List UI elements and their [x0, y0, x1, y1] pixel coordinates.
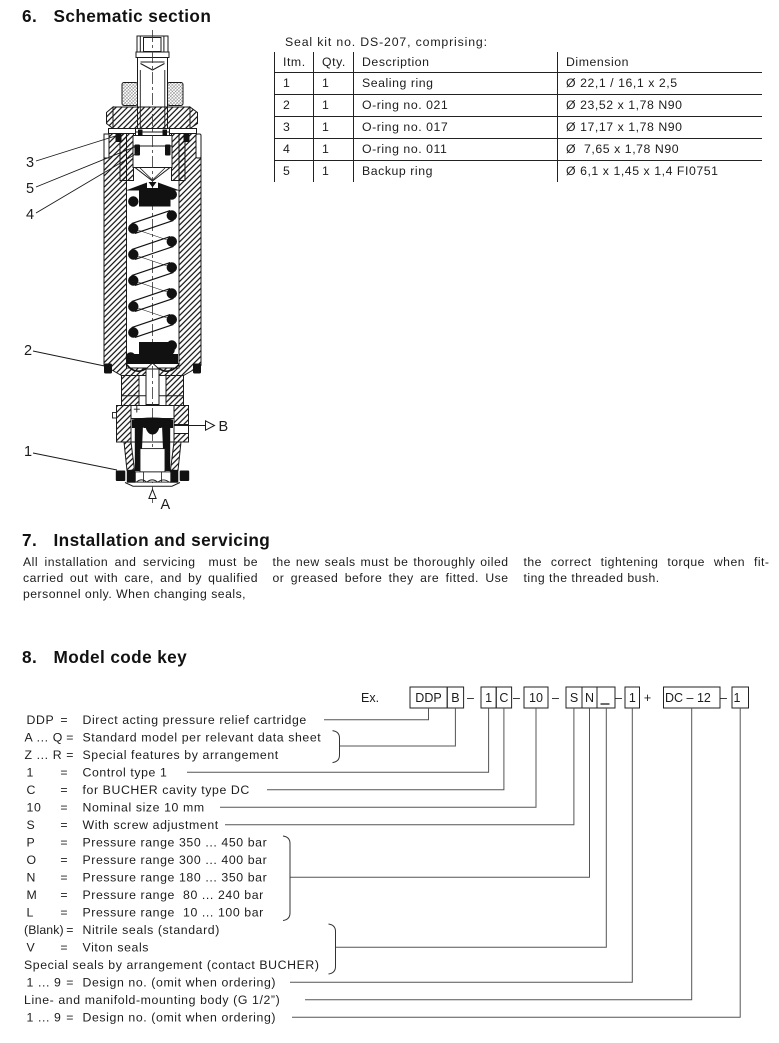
svg-text:=: = [60, 941, 68, 955]
svg-text:Design no. (omit when ordering: Design no. (omit when ordering) [83, 976, 277, 990]
svg-text:=: = [60, 801, 68, 815]
svg-text:M: M [27, 888, 38, 902]
svg-text:Special seals by arrangement (: Special seals by arrangement (contact BU… [24, 958, 320, 972]
svg-text:=: = [60, 766, 68, 780]
svg-text:1 ... 9: 1 ... 9 [27, 976, 62, 990]
svg-text:Control type 1: Control type 1 [83, 766, 168, 780]
svg-text:=: = [60, 713, 68, 727]
svg-text:DDP: DDP [27, 713, 55, 727]
svg-text:2: 2 [24, 343, 32, 359]
svg-text:3: 3 [26, 155, 34, 171]
svg-text:Ex.: Ex. [361, 691, 379, 705]
svg-text:–: – [467, 691, 474, 705]
svg-text:5: 5 [26, 181, 34, 197]
svg-text:10: 10 [27, 801, 42, 815]
svg-text:=: = [60, 836, 68, 850]
svg-text:Pressure range 350 ... 450 bar: Pressure range 350 ... 450 bar [83, 836, 268, 850]
svg-text:Z ... R: Z ... R [25, 748, 63, 762]
svg-text:for BUCHER cavity type DC: for BUCHER cavity type DC [83, 783, 250, 797]
svg-text:–: – [513, 691, 520, 705]
svg-text:N: N [585, 691, 594, 705]
svg-text:=: = [60, 818, 68, 832]
svg-text:Pressure range 300 ... 400 bar: Pressure range 300 ... 400 bar [83, 853, 268, 867]
svg-text:A: A [161, 497, 171, 513]
svg-text:DC – 12: DC – 12 [665, 691, 711, 705]
svg-text:1: 1 [27, 766, 34, 780]
svg-text:=: = [66, 748, 74, 762]
svg-text:=: = [66, 1011, 74, 1025]
svg-text:1: 1 [485, 691, 492, 705]
svg-text:+: + [644, 691, 651, 705]
svg-text:1 ... 9: 1 ... 9 [27, 1011, 62, 1025]
svg-text:(Blank): (Blank) [24, 923, 64, 937]
svg-text:=: = [60, 871, 68, 885]
svg-text:Standard model per relevant da: Standard model per relevant data sheet [83, 731, 322, 745]
svg-text:=: = [60, 888, 68, 902]
svg-text:–: – [552, 691, 559, 705]
svg-text:=: = [66, 923, 74, 937]
svg-text:10: 10 [529, 691, 543, 705]
svg-text:1: 1 [734, 691, 741, 705]
svg-text:V: V [27, 941, 36, 955]
svg-text:4: 4 [26, 207, 34, 223]
svg-text:O: O [27, 853, 37, 867]
svg-text:Viton seals: Viton seals [83, 941, 150, 955]
svg-text:=: = [60, 783, 68, 797]
svg-text:1: 1 [629, 691, 636, 705]
svg-text:N: N [27, 871, 36, 885]
svg-text:–: – [720, 691, 727, 705]
svg-text:P: P [27, 836, 36, 850]
svg-text:Pressure range 180 ... 350 bar: Pressure range 180 ... 350 bar [83, 871, 268, 885]
svg-text:C: C [499, 691, 508, 705]
svg-text:S: S [27, 818, 36, 832]
svg-text:=: = [66, 976, 74, 990]
svg-text:Nitrile seals (standard): Nitrile seals (standard) [83, 923, 220, 937]
svg-text:Design no. (omit when ordering: Design no. (omit when ordering) [83, 1011, 277, 1025]
svg-text:Direct acting pressure relief: Direct acting pressure relief cartridge [83, 713, 307, 727]
svg-text:B: B [451, 691, 459, 705]
svg-text:1: 1 [24, 444, 32, 460]
svg-text:Pressure range 10 ... 100 bar: Pressure range 10 ... 100 bar [83, 906, 264, 920]
svg-text:L: L [27, 906, 34, 920]
svg-text:=: = [60, 906, 68, 920]
svg-text:Pressure range 80 ... 240 bar: Pressure range 80 ... 240 bar [83, 888, 264, 902]
svg-text:B: B [219, 419, 229, 435]
svg-text:S: S [570, 691, 578, 705]
svg-text:=: = [66, 731, 74, 745]
svg-text:A ... Q: A ... Q [25, 731, 63, 745]
svg-text:=: = [60, 853, 68, 867]
svg-text:C: C [27, 783, 36, 797]
svg-text:Line- and manifold-mounting bo: Line- and manifold-mounting body (G 1/2”… [24, 993, 280, 1007]
svg-text:DDP: DDP [415, 691, 441, 705]
svg-text:Special features by arrangemen: Special features by arrangement [83, 748, 279, 762]
svg-text:–: – [615, 691, 622, 705]
svg-text:Nominal size 10 mm: Nominal size 10 mm [83, 801, 205, 815]
svg-text:With screw adjustment: With screw adjustment [83, 818, 219, 832]
